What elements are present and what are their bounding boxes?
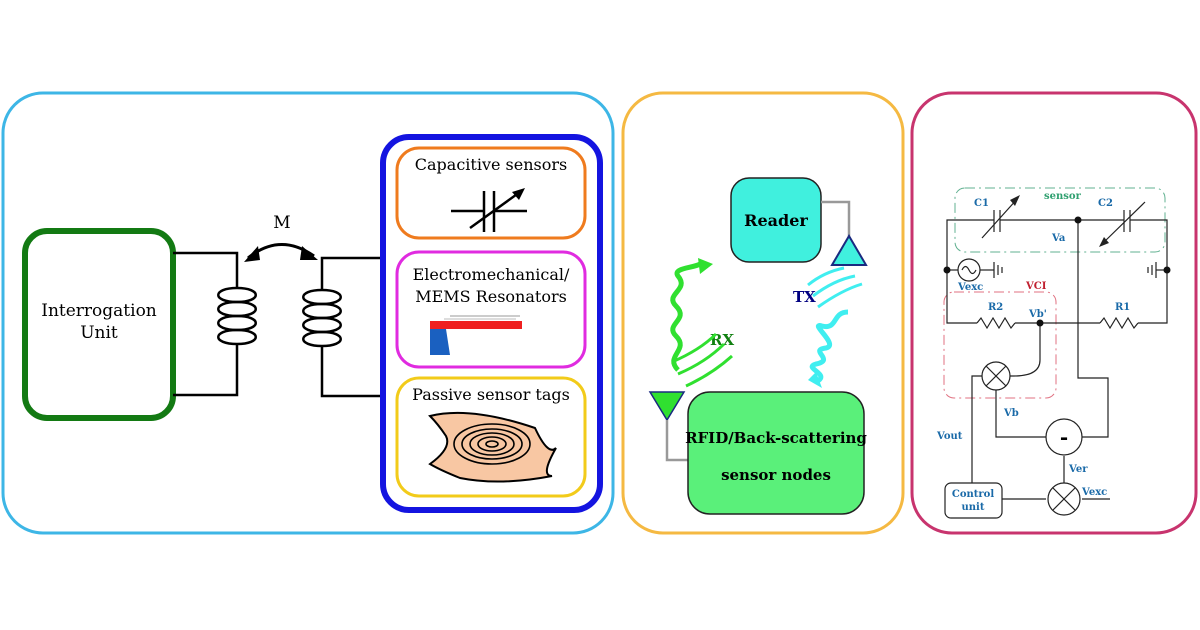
node-antenna-feed [665,420,688,462]
capacitive-sensor-label: Capacitive sensors [415,155,567,174]
rx-wave-signal [670,261,702,372]
primary-coil [173,251,257,397]
node-left-icon [943,266,951,274]
multiplier-top-icon [981,361,1011,391]
node-right-icon [1163,266,1171,274]
c1-arrowhead-icon [1010,195,1020,206]
label-va: Va [1051,233,1066,244]
panel-rfid [621,91,905,535]
label-vexc-top: Vexc [957,282,983,293]
sensor-node-label: RFID/Back-scattering [685,429,867,447]
ac-source-wave-icon [961,265,977,275]
mutual-inductance-label: M [273,213,290,233]
rx-wave-arrowhead-icon [698,258,713,274]
label-vexc-bottom: Vexc [1081,487,1107,498]
label-vci: VCI [1025,281,1047,292]
control-unit-label: Control [952,489,994,500]
node-antenna-icon [648,391,686,422]
label-vb-prime: Vb' [1028,309,1047,320]
panel-circuit [910,91,1198,535]
subtractor-icon [1045,418,1083,456]
label-sensor: sensor [1044,191,1082,202]
node-vb-prime-icon [1036,319,1044,327]
arrowhead-left-icon [244,246,260,262]
label-r2: R2 [988,302,1003,313]
mems-resonator-label-2: MEMS Resonators [415,287,567,306]
cantilever-icon [430,315,522,355]
multiplier-bottom-icon [1047,482,1081,516]
vci-region [943,291,1057,399]
c2-arrowhead-icon [1099,237,1109,247]
label-c2: C2 [1098,198,1113,209]
label-ver: Ver [1068,464,1088,475]
tx-waves-icon [807,266,863,309]
label-c1: C1 [974,198,989,209]
node-va-icon [1074,216,1082,224]
capacitive-sensor-box [395,146,587,240]
passive-tags-label: Passive sensor tags [412,385,570,404]
label-r1: R1 [1115,302,1130,313]
sensor-node-label-2: sensor nodes [721,466,831,484]
circuit-wires [946,197,1168,500]
interrogation-unit-label-2: Unit [80,323,118,343]
mems-resonator-label: Electromechanical/ [413,265,570,284]
rx-waves-icon [671,332,734,388]
variable-capacitor-icon [451,190,527,232]
sensor-node-box [687,391,865,515]
reader-label: Reader [744,211,808,230]
panel-inductive-coupling [1,91,615,535]
tx-label: TX [793,288,816,306]
label-vout: Vout [936,431,963,442]
variable-capacitor-arrowhead-icon [512,188,525,200]
tx-wave-arrowhead-icon [808,372,822,388]
label-vb: Vb [1003,408,1019,419]
control-unit-box [944,482,1003,519]
reader-antenna-feed [821,200,851,238]
tx-wave-signal [809,309,849,385]
interrogation-unit-label: Interrogation [41,301,157,321]
subtractor-label: - [1060,425,1068,449]
reader-antenna-icon [830,234,868,266]
sensor-tag-icon [428,411,557,483]
reader-box [730,177,822,263]
interrogation-unit-box [22,228,176,421]
control-unit-label-2: unit [962,502,985,513]
arrowhead-right-icon [300,246,318,260]
secondary-coil [302,256,383,398]
